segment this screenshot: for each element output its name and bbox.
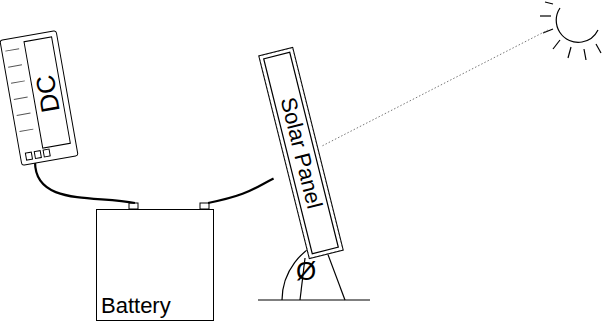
dc-converter: DC — [0, 30, 79, 166]
battery-box: Battery — [96, 209, 214, 321]
node-text: DC — [30, 72, 67, 114]
node-text: Battery — [101, 293, 171, 319]
angle-symbol: Ø — [296, 258, 316, 284]
wire — [208, 178, 273, 203]
node-text: Solar Panel — [275, 95, 328, 212]
solar-panel: Solar Panel — [258, 47, 344, 259]
sun-ray — [322, 30, 548, 146]
wire — [35, 162, 135, 203]
sun — [540, 2, 601, 60]
